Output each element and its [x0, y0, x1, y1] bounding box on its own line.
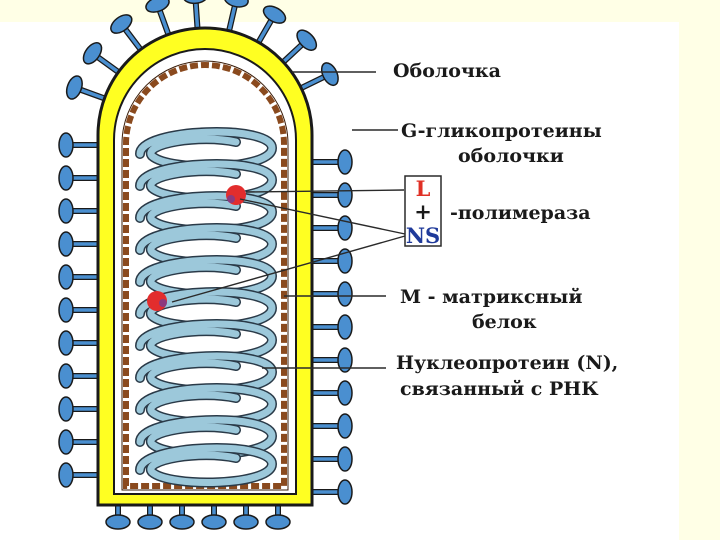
- glycoprotein-spike-icon: [309, 182, 353, 208]
- glycoprotein-spike-icon: [110, 14, 144, 53]
- glycoprotein-spike-icon: [309, 446, 353, 472]
- glycoprotein-spike-icon: [58, 165, 101, 191]
- glycoprotein-spike-icon: [309, 479, 353, 505]
- label-nucleoprotein-2: связанный с РНК: [400, 378, 599, 400]
- leader-polymerase-NS-2: [171, 235, 406, 303]
- glycoprotein-spike-icon: [255, 5, 287, 46]
- label-envelope: Оболочка: [393, 60, 501, 82]
- polymerase-dot-icon: [147, 291, 167, 311]
- glycoprotein-spike-icon: [309, 314, 353, 340]
- glycoprotein-spike-icon: [309, 215, 353, 241]
- glycoprotein-spike-icon: [82, 42, 122, 76]
- polymerase-dot-icon: [226, 185, 246, 205]
- glycoprotein-spike-icon: [182, 0, 209, 32]
- glycoprotein-spike-icon: [309, 413, 353, 439]
- glycoprotein-spike-icon: [58, 231, 101, 257]
- label-matrix-1: М - матриксный: [400, 286, 582, 308]
- glycoprotein-spike-icon: [233, 502, 259, 530]
- glycoprotein-spike-icon: [309, 380, 353, 406]
- glycoprotein-spike-icon: [309, 281, 353, 307]
- polymerase-L: L: [416, 176, 431, 201]
- glycoprotein-spike-icon: [137, 502, 163, 530]
- glycoprotein-spike-icon: [58, 396, 101, 422]
- glycoprotein-spike-icon: [309, 347, 353, 373]
- label-glycoproteins-1: G-гликопротеины: [401, 120, 602, 142]
- glycoprotein-spike-icon: [58, 198, 101, 224]
- label-polymerase: -полимераза: [450, 202, 591, 224]
- helix-coil: [136, 444, 276, 486]
- glycoprotein-spike-icon: [58, 132, 101, 158]
- label-matrix-2: белок: [472, 311, 537, 333]
- glycoprotein-spike-icon: [145, 0, 172, 38]
- glycoprotein-spike-icon: [298, 62, 339, 92]
- glycoprotein-spike-icon: [280, 29, 318, 65]
- glycoprotein-spike-icon: [58, 363, 101, 389]
- glycoprotein-spike-icon: [309, 149, 353, 175]
- glycoprotein-spike-icon: [58, 297, 101, 323]
- label-glycoproteins-2: оболочки: [458, 145, 564, 167]
- glycoprotein-spike-icon: [58, 264, 101, 290]
- glycoprotein-spike-icon: [58, 330, 101, 356]
- matrix-protein-layer-outline: [121, 60, 289, 491]
- glycoprotein-spike-icon: [105, 502, 131, 530]
- nucleoprotein-helix: [135, 127, 278, 488]
- glycoprotein-spike-icon: [223, 0, 249, 34]
- label-nucleoprotein-1: Нуклеопротеин (N),: [396, 352, 618, 374]
- glycoprotein-spike-icon: [265, 502, 291, 530]
- matrix-protein-layer: [123, 62, 287, 489]
- glycoprotein-spike-icon: [169, 502, 195, 530]
- glycoprotein-spike-icon: [201, 502, 227, 530]
- glycoprotein-spike-icon: [58, 462, 101, 488]
- leader-polymerase-L: [245, 189, 405, 193]
- glycoprotein-spikes: [58, 0, 353, 530]
- polymerase-plus: +: [414, 199, 432, 224]
- glycoprotein-spike-icon: [65, 75, 108, 102]
- leader-lines: [171, 71, 406, 369]
- polymerase-NS: NS: [406, 223, 440, 248]
- polymerase-box: L + NS: [404, 175, 442, 248]
- leader-polymerase-NS-1: [239, 198, 406, 235]
- glycoprotein-spike-icon: [58, 429, 101, 455]
